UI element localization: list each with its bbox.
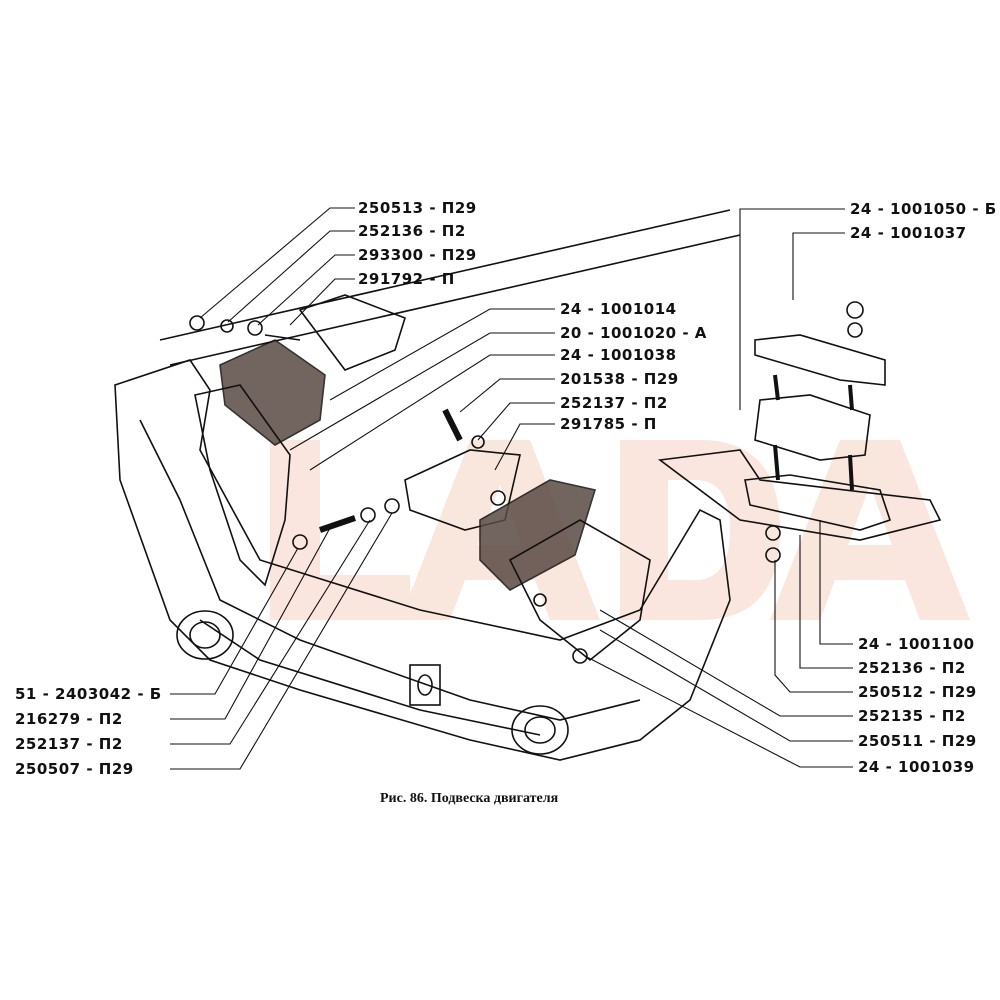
part-label: 20 - 1001020 - А — [560, 324, 707, 342]
part-label: 252136 - П2 — [358, 222, 466, 240]
part-label: 201538 - П29 — [560, 370, 679, 388]
part-label: 24 - 1001014 — [560, 300, 677, 318]
part-label: 252137 - П2 — [560, 394, 668, 412]
part-label: 24 - 1001039 — [858, 758, 975, 776]
part-label: 24 - 1001037 — [850, 224, 967, 242]
part-label: 216279 - П2 — [15, 710, 123, 728]
leader-lines — [170, 207, 853, 770]
part-label: 252136 - П2 — [858, 659, 966, 677]
part-label: 250512 - П29 — [858, 683, 977, 701]
crossmember — [114, 209, 942, 761]
part-label: 250507 - П29 — [15, 760, 134, 778]
middle-mount — [404, 408, 651, 664]
figure-caption: Рис. 86. Подвеска двигателя — [380, 791, 559, 806]
watermark-logo — [270, 440, 970, 620]
part-label: 252135 - П2 — [858, 707, 966, 725]
part-label: 291785 - П — [560, 415, 657, 433]
part-label: 252137 - П2 — [15, 735, 123, 753]
right-mount — [744, 301, 892, 563]
left-mount — [189, 294, 406, 587]
part-label: 51 - 2403042 - Б — [15, 685, 162, 703]
part-label: 250511 - П29 — [858, 732, 977, 750]
part-label: 250513 - П29 — [358, 199, 477, 217]
part-label: 24 - 1001038 — [560, 346, 677, 364]
part-label: 24 - 1001100 — [858, 635, 975, 653]
part-label: 293300 - П29 — [358, 246, 477, 264]
part-label: 291792 - П — [358, 270, 455, 288]
part-label: 24 - 1001050 - Б — [850, 200, 997, 218]
